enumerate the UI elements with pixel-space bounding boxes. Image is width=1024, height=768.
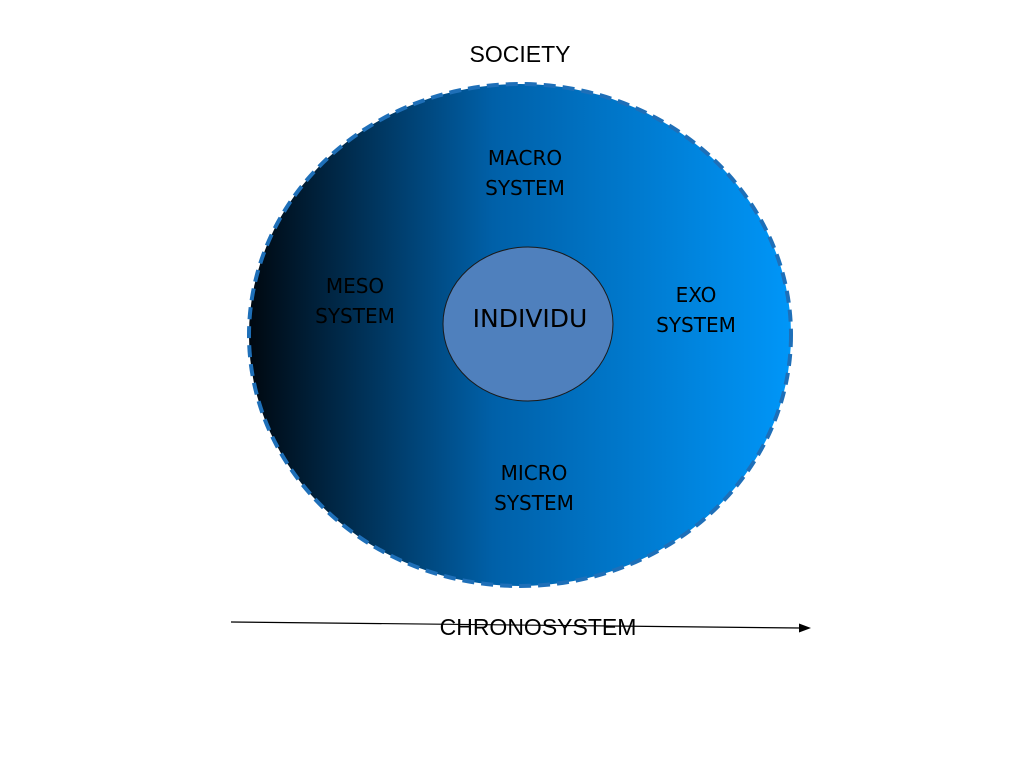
macro-system-line-2: SYSTEM [485,176,565,200]
macro-system-line-1: MACRO [487,146,563,170]
exo-system-line-1: EXO [675,283,717,307]
society-label: SOCIETY [469,41,571,67]
chronosystem-arrow-line [230,621,801,629]
micro-system-line-1: MICRO [500,461,568,485]
chronosystem-arrow-head [799,623,811,633]
individual-label: INDIVIDU [472,304,588,333]
meso-system-line-1: MESO [325,274,385,298]
macro-system-label: MACRO SYSTEM [455,143,595,203]
chronosystem-label: CHRONOSYSTEM [439,614,637,640]
exo-system-line-2: SYSTEM [656,313,736,337]
micro-system-line-2: SYSTEM [494,491,574,515]
meso-system-label: MESO SYSTEM [285,271,425,331]
micro-system-label: MICRO SYSTEM [464,458,604,518]
individual-inner-circle [442,246,614,402]
exo-system-label: EXO SYSTEM [626,280,766,340]
meso-system-line-2: SYSTEM [315,304,395,328]
